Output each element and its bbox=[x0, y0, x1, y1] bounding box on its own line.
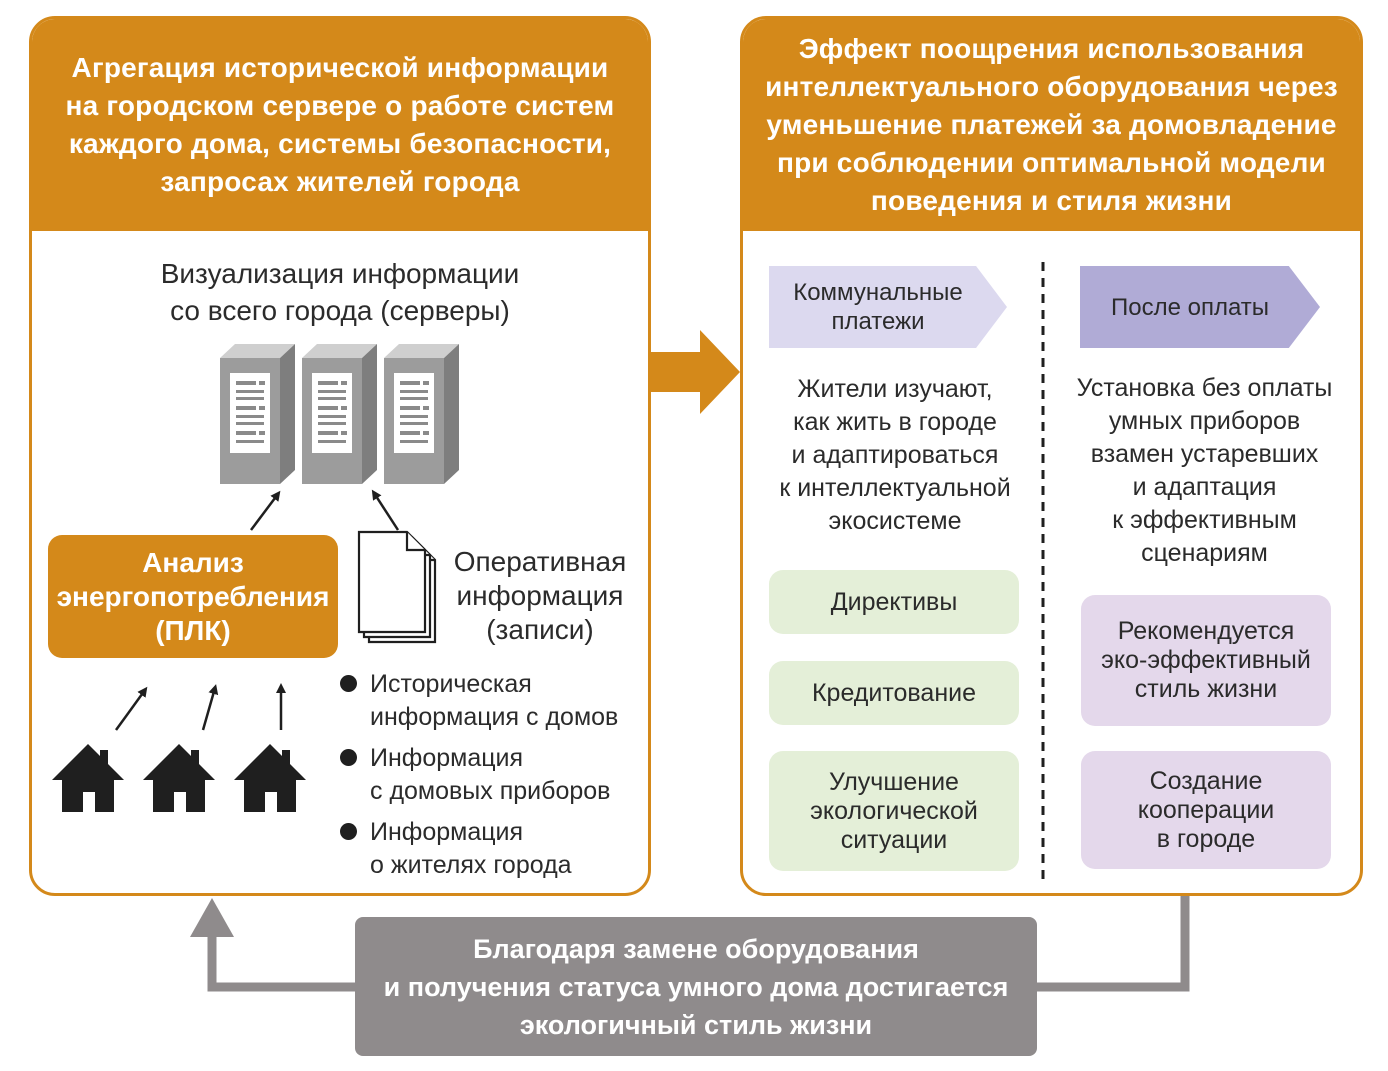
ecology-improvement-box: Улучшение экологической ситуации bbox=[769, 751, 1019, 871]
arrow-analysis-to-servers bbox=[250, 490, 281, 531]
arrow-house-2 bbox=[201, 684, 219, 731]
server-icon bbox=[384, 344, 459, 484]
feedback-arrow-head bbox=[190, 898, 234, 937]
list-item: Историческая информация с домов bbox=[340, 668, 640, 734]
info-bullet-list: Историческая информация с домов Информац… bbox=[340, 668, 640, 890]
utility-payments-header-label: Коммунальные платежи bbox=[793, 279, 963, 335]
arrow-records-to-servers bbox=[371, 489, 400, 531]
right-arrow-connector bbox=[648, 330, 740, 414]
installation-text: Установка без оплаты умных приборов взам… bbox=[1076, 374, 1333, 567]
server-icon bbox=[220, 344, 295, 484]
bottom-summary-text: Благодаря замене оборудования и получени… bbox=[383, 933, 1009, 1040]
bullet-dot bbox=[340, 675, 357, 692]
server-icon bbox=[302, 344, 377, 484]
column-divider bbox=[1041, 262, 1045, 882]
houses-illustration bbox=[52, 744, 306, 812]
list-item: Информация о жителях города bbox=[340, 816, 640, 882]
bullet-dot bbox=[340, 749, 357, 766]
bottom-summary-box: Благодаря замене оборудования и получени… bbox=[355, 917, 1037, 1056]
house-icon bbox=[52, 744, 124, 812]
eco-lifestyle-box: Рекомендуется эко-эффективный стиль жизн… bbox=[1081, 595, 1331, 726]
left-panel-title: Агрегация исторической информации на гор… bbox=[32, 19, 648, 231]
servers-illustration bbox=[220, 344, 459, 484]
utility-payments-header: Коммунальные платежи bbox=[769, 266, 1007, 348]
residents-learn-text: Жители изучают, как жить в городе и адап… bbox=[779, 375, 1011, 535]
bullet-dot bbox=[340, 823, 357, 840]
arrow-house-1 bbox=[114, 686, 148, 731]
after-payment-header-label: После оплаты bbox=[1110, 293, 1270, 321]
operative-info-label: Оперативная информация (записи) bbox=[453, 546, 627, 645]
after-payment-header: После оплаты bbox=[1080, 266, 1320, 348]
analysis-box-label: Анализ энергопотребления (ПЛК) bbox=[56, 546, 330, 646]
visualization-label: Визуализация информации со всего города … bbox=[160, 258, 520, 326]
right-panel: Эффект поощрения использования интеллект… bbox=[740, 16, 1363, 896]
list-item: Информация с домовых приборов bbox=[340, 742, 640, 808]
documents-icon bbox=[357, 530, 437, 644]
directives-box: Директивы bbox=[769, 570, 1019, 634]
house-icon bbox=[234, 744, 306, 812]
crediting-box: Кредитование bbox=[769, 661, 1019, 725]
city-cooperation-box: Создание кооперации в городе bbox=[1081, 751, 1331, 869]
house-icon bbox=[143, 744, 215, 812]
left-panel: Агрегация исторической информации на гор… bbox=[29, 16, 651, 896]
right-panel-title: Эффект поощрения использования интеллект… bbox=[743, 19, 1360, 231]
analysis-box: Анализ энергопотребления (ПЛК) bbox=[48, 535, 338, 658]
